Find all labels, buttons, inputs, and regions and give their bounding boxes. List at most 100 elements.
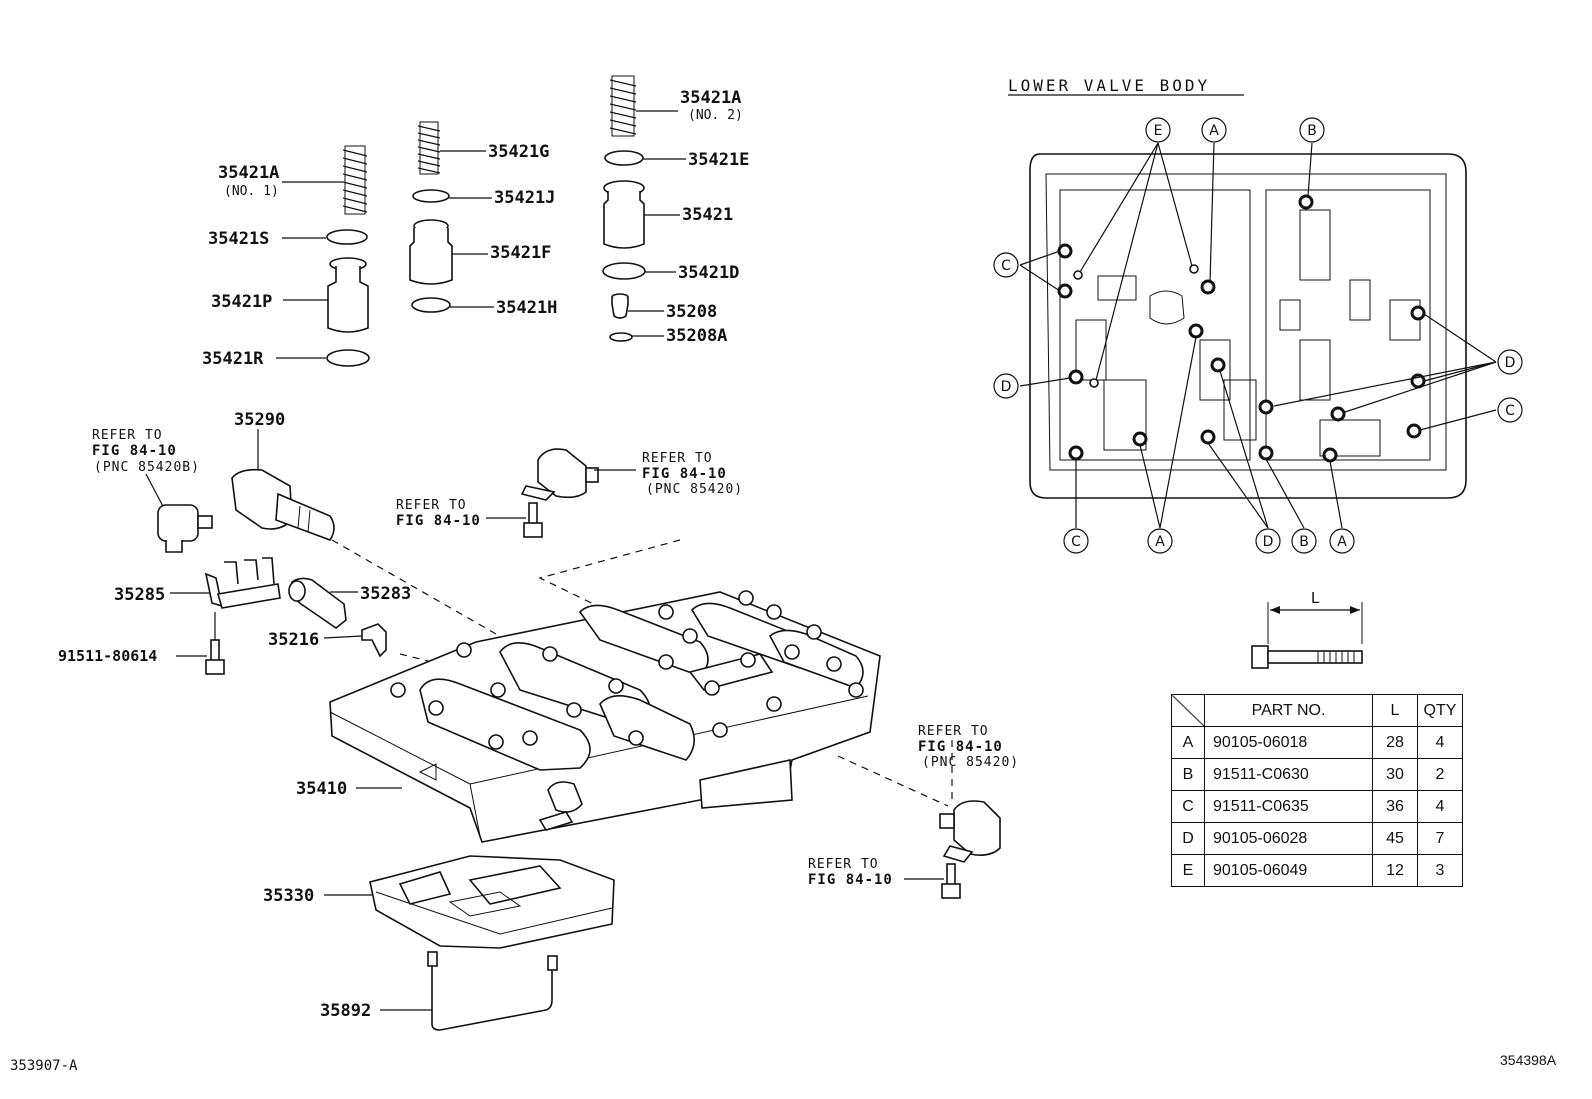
- ref-left-line2: FIG 84-10: [92, 443, 177, 459]
- callout-c-left: C: [993, 252, 1019, 278]
- row-part-no: 91511-C0630: [1204, 758, 1373, 791]
- lower-valve-body-title: LOWER VALVE BODY: [1008, 76, 1210, 95]
- svg-text:E: E: [1154, 123, 1163, 139]
- callout-c-right: C: [1497, 397, 1523, 423]
- callout-b-top: B: [1299, 117, 1325, 143]
- label-35283: 35283: [360, 584, 411, 604]
- row-qty: 7: [1417, 822, 1463, 855]
- label-35421j: 35421J: [494, 188, 555, 208]
- ref-top-right-line2: FIG 84-10: [642, 466, 727, 482]
- bolt-ref-mid: [523, 502, 543, 538]
- row-l: 45: [1372, 822, 1418, 855]
- callout-a-bottom-2: A: [1329, 528, 1355, 554]
- table-row: A 90105-06018 28 4: [1171, 726, 1463, 759]
- row-l: 12: [1372, 854, 1418, 887]
- row-key: D: [1171, 822, 1205, 855]
- label-35216: 35216: [268, 630, 319, 650]
- bracket-35285: [204, 557, 281, 609]
- label-35421a-no1: 35421A: [218, 163, 279, 183]
- valve-body-bolts: [390, 590, 864, 750]
- table-row: C 91511-C0635 36 4: [1171, 790, 1463, 823]
- callout-e-top: E: [1145, 117, 1171, 143]
- row-qty: 4: [1417, 790, 1463, 823]
- ref-bottom-line2: FIG 84-10: [808, 872, 893, 888]
- sleeve-35421: [603, 180, 645, 249]
- header-part-no: PART NO.: [1204, 694, 1373, 727]
- table-corner-cell: [1171, 694, 1205, 727]
- callout-a-top: A: [1201, 117, 1227, 143]
- header-l: L: [1372, 694, 1418, 727]
- retainer-35216: [361, 623, 387, 658]
- row-key: C: [1171, 790, 1205, 823]
- ref-bottom-right-line1: REFER TO: [918, 724, 989, 739]
- row-part-no: 90105-06018: [1204, 726, 1373, 759]
- table-row: E 90105-06049 12 3: [1171, 854, 1463, 887]
- svg-text:A: A: [1155, 534, 1165, 550]
- callout-d-left: D: [993, 373, 1019, 399]
- table-row: B 91511-C0630 30 2: [1171, 758, 1463, 791]
- ref-top-right-line3: (PNC 85420): [646, 482, 743, 497]
- label-35410: 35410: [296, 779, 347, 799]
- label-35330: 35330: [263, 886, 314, 906]
- ref-left-line1: REFER TO: [92, 428, 163, 443]
- row-key: A: [1171, 726, 1205, 759]
- label-35208a: 35208A: [666, 326, 727, 346]
- row-qty: 3: [1417, 854, 1463, 887]
- plug-35208: [611, 293, 629, 319]
- ring-35421s: [326, 229, 368, 245]
- ref-mid-line2: FIG 84-10: [396, 513, 481, 529]
- ref-mid-line1: REFER TO: [396, 498, 467, 513]
- ring-35421j: [412, 189, 450, 203]
- ref-left-line3: (PNC 85420B): [94, 460, 200, 475]
- bolt-spec-table: PART NO. L QTY A 90105-06018 28 4 B 9151…: [1171, 694, 1463, 887]
- label-35421h: 35421H: [496, 298, 557, 318]
- label-35421s: 35421S: [208, 229, 269, 249]
- callout-b-bottom: B: [1291, 528, 1317, 554]
- label-35421a-no1-sub: (NO. 1): [224, 184, 279, 199]
- spring-35421g: [417, 121, 441, 175]
- ref-bottom-right-line3: (PNC 85420): [922, 755, 1019, 770]
- row-part-no: 90105-06049: [1204, 854, 1373, 887]
- label-35421a-no2: 35421A: [680, 88, 741, 108]
- valve-body-35410: [329, 591, 881, 843]
- label-35421: 35421: [682, 205, 733, 225]
- footer-right-code: 354398A: [1500, 1052, 1557, 1068]
- svg-text:C: C: [1071, 534, 1081, 550]
- sleeve-35421p: [327, 257, 369, 333]
- sleeve-35421f: [409, 219, 453, 285]
- bolt-91511-80614: [205, 639, 225, 675]
- row-qty: 4: [1417, 726, 1463, 759]
- row-l: 30: [1372, 758, 1418, 791]
- ref-top-right-line1: REFER TO: [642, 451, 713, 466]
- svg-text:C: C: [1001, 258, 1011, 274]
- ring-35421r: [326, 349, 370, 367]
- lower-valve-body-plate: [1029, 153, 1467, 499]
- footer-left-code: 353907-A: [10, 1058, 78, 1074]
- oil-strainer-35330: [369, 855, 615, 949]
- label-35421a-no2-sub: (NO. 2): [688, 108, 743, 123]
- callout-c-bottom: C: [1063, 528, 1089, 554]
- ref-bottom-right-line2: FIG 84-10: [918, 739, 1003, 755]
- row-l: 36: [1372, 790, 1418, 823]
- svg-text:D: D: [1505, 355, 1516, 371]
- ring-35421d: [602, 262, 646, 280]
- callout-d-bottom: D: [1255, 528, 1281, 554]
- row-qty: 2: [1417, 758, 1463, 791]
- spring-35421a-no1: [342, 145, 368, 215]
- solenoid-85420b: [157, 504, 213, 553]
- ref-bottom-line1: REFER TO: [808, 857, 879, 872]
- bolt-length-illustration: [1251, 602, 1363, 669]
- row-key: E: [1171, 854, 1205, 887]
- spring-35421a-no2: [609, 75, 637, 137]
- callout-a-bottom-1: A: [1147, 528, 1173, 554]
- solenoid-85420-bottom: [939, 800, 1001, 863]
- label-35421p: 35421P: [211, 292, 272, 312]
- clip-35208a: [609, 332, 633, 342]
- label-35892: 35892: [320, 1001, 371, 1021]
- svg-text:C: C: [1505, 403, 1515, 419]
- svg-text:B: B: [1307, 123, 1317, 139]
- callout-leaders: [1019, 142, 1497, 529]
- label-35421f: 35421F: [490, 243, 551, 263]
- row-key: B: [1171, 758, 1205, 791]
- svg-text:A: A: [1337, 534, 1347, 550]
